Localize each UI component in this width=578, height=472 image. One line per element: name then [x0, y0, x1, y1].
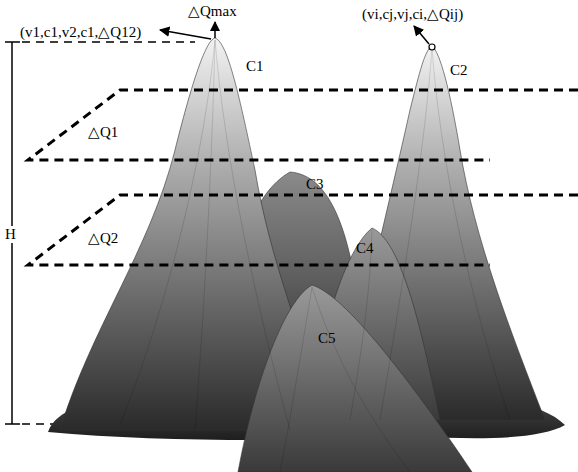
mesh-lines — [120, 40, 510, 472]
coordinate-label: (v1,c1,v2,c1,△Q12) — [20, 24, 141, 41]
cluster-label: C5 — [318, 330, 336, 347]
cluster-label: C3 — [306, 176, 324, 193]
cut-plane-2 — [28, 195, 578, 265]
threshold-label: △Q1 — [88, 124, 118, 141]
max-label: △Qmax — [188, 3, 237, 20]
max-arrow — [214, 22, 216, 38]
coordinate-label: (vi,cj,vj,ci,△Qij) — [362, 6, 463, 23]
height-label: H — [4, 226, 17, 243]
peak-c5 — [238, 285, 472, 472]
leader-arrow — [414, 26, 429, 44]
cluster-label: C1 — [246, 58, 264, 75]
cluster-label: C4 — [356, 240, 374, 257]
leader-arrow — [160, 30, 211, 39]
cluster-label: C2 — [450, 62, 468, 79]
peak-point — [429, 44, 435, 50]
cut-plane-1 — [28, 90, 578, 160]
threshold-label: △Q2 — [88, 230, 118, 247]
